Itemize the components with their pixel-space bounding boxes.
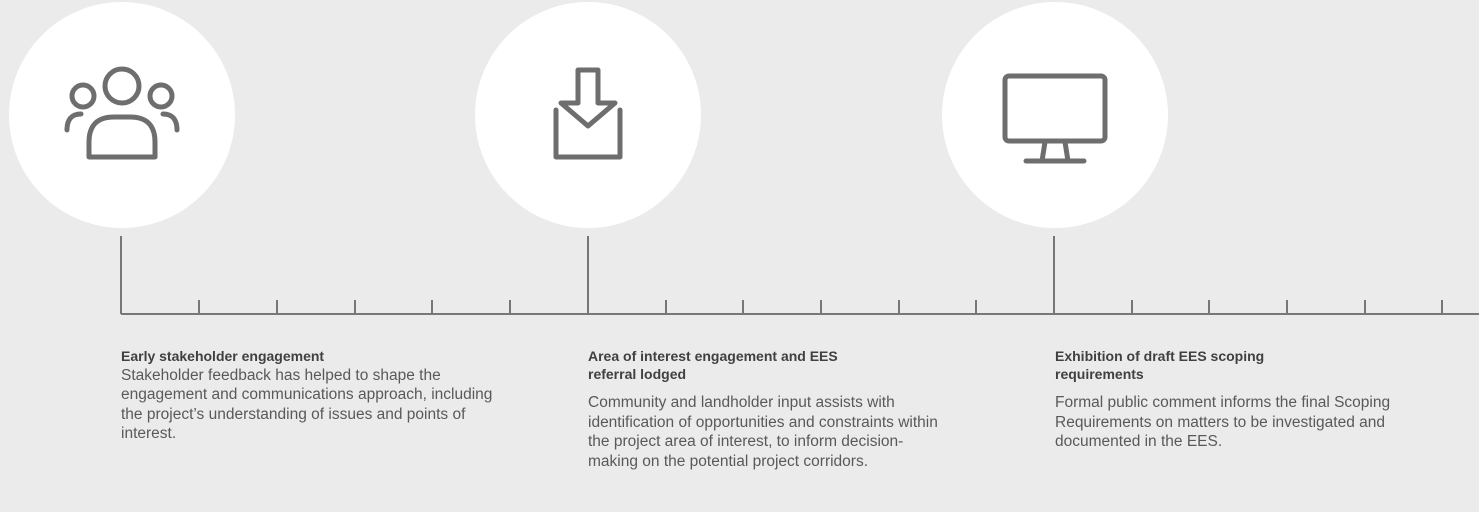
step-1-description: Stakeholder feedback has helped to shape… [121,366,493,443]
step-3-circle [942,2,1168,228]
step-1-title: Early stakeholder engagement [121,348,325,364]
step-3-description: Formal public comment informs the final … [1055,394,1391,450]
step-2: Area of interest engagement and EES refe… [588,348,953,471]
timeline [120,236,1479,315]
step-2-description: Community and landholder input assists w… [588,394,938,470]
step-3-title: Exhibition of draft EES scoping requirem… [1055,348,1265,382]
monitor-icon [1002,73,1108,164]
step-2-title: Area of interest engagement and EES refe… [588,348,838,382]
people-group-icon [64,66,180,160]
step-2-circle [475,2,701,228]
download-tray-icon [553,67,623,160]
step-1-circle [9,2,235,228]
step-3: Exhibition of draft EES scoping requirem… [1055,348,1425,452]
step-1: Early stakeholder engagement Stakeholder… [121,348,501,444]
